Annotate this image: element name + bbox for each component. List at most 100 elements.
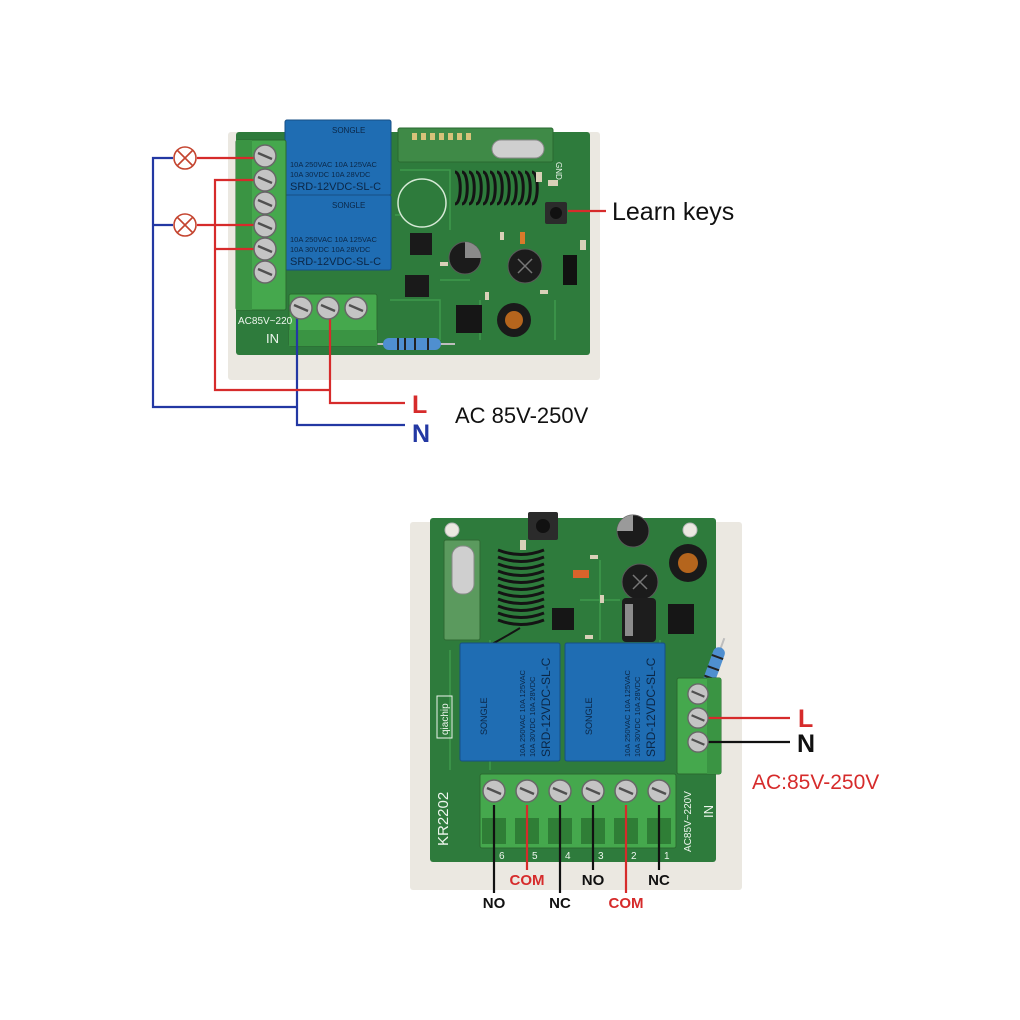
bottom-relay-2-brand: SONGLE (584, 697, 594, 735)
bottom-relay-2-model: SRD-12VDC-SL-C (644, 657, 658, 757)
top-input-voltage-label: AC85V~220 (238, 316, 293, 327)
bottom-output-screw-1 (647, 779, 671, 803)
top-wiring (151, 156, 606, 427)
top-relay-board: GND SONGLE 10A 250VAC 10A 125VAC 10A 30V… (228, 119, 600, 380)
bottom-output-screw-4 (548, 779, 572, 803)
top-live-label: L (412, 391, 427, 419)
terminal-label-nc-1: NC (549, 895, 571, 912)
terminal-label-com-1: COM (510, 872, 545, 889)
terminal-number-5: 5 (532, 851, 538, 862)
top-resistor (383, 338, 441, 350)
top-silkscreen-circle (397, 178, 447, 228)
board-model-label: KR2202 (435, 792, 452, 846)
bottom-output-terminal-block (479, 773, 677, 849)
brand-label-box (436, 695, 453, 739)
top-input-screw-2 (316, 296, 340, 320)
bottom-relay-2-rating-ac: 10A 250VAC 10A 125VAC (623, 670, 632, 757)
terminal-number-6: 6 (499, 851, 505, 862)
top-neutral-wire-input (295, 310, 405, 427)
top-gnd-label: GND (554, 162, 563, 180)
bottom-relay-1-model: SRD-12VDC-SL-C (539, 657, 553, 757)
bottom-relay-2-rating-dc: 10A 30VDC 10A 28VDC (633, 676, 642, 757)
terminal-label-com-2: COM (609, 895, 644, 912)
top-capacitor-2-vent (517, 258, 533, 274)
bottom-capacitor-3-stripe (625, 604, 633, 636)
bottom-capacitor-1-stripe (617, 515, 633, 531)
top-capacitor-1-stripe (465, 242, 481, 258)
bottom-supply-voltage: AC:85V-250V (752, 771, 879, 794)
bottom-output-screw-5 (515, 779, 539, 803)
top-chip-3 (456, 305, 482, 333)
top-relay-1-rating-dc: 10A 30VDC 10A 28VDC (290, 170, 371, 179)
top-relay-2-brand: SONGLE (332, 201, 365, 210)
top-terminal-screw-3 (253, 191, 277, 215)
terminal-number-3: 3 (598, 851, 604, 862)
bottom-mounting-hole-right (682, 522, 698, 538)
top-input-screw-3 (344, 296, 368, 320)
terminal-number-1: 1 (664, 851, 670, 862)
top-terminal-screw-2 (253, 168, 277, 192)
bottom-output-screw-6 (482, 779, 506, 803)
top-inductor-core (505, 311, 523, 329)
top-input-screw-1 (289, 296, 313, 320)
bottom-learn-button-cap (536, 519, 550, 533)
top-relay-2-rating-dc: 10A 30VDC 10A 28VDC (290, 245, 371, 254)
terminal-label-no-1: NO (483, 895, 506, 912)
bottom-live-label: L (798, 705, 813, 733)
lamp-2-cross (176, 216, 194, 234)
learn-keys-label: Learn keys (612, 198, 734, 226)
terminal-number-4: 4 (565, 851, 571, 862)
top-relay-1-brand: SONGLE (332, 126, 365, 135)
bottom-relay-1-brand: SONGLE (479, 697, 489, 735)
top-terminal-screw-4 (253, 214, 277, 238)
top-relay-2-rating-ac: 10A 250VAC 10A 125VAC (290, 235, 377, 244)
top-relay-1-rating-ac: 10A 250VAC 10A 125VAC (290, 160, 377, 169)
bottom-antenna-coil (497, 548, 545, 626)
bottom-relay-1-rating-dc: 10A 30VDC 10A 28VDC (528, 676, 537, 757)
bottom-input-voltage-label: AC85V~220V (683, 791, 694, 852)
bottom-chip-1 (668, 604, 694, 634)
lamp-icon-2 (173, 213, 197, 237)
bottom-orange-part (573, 570, 589, 578)
top-orange-diode (520, 232, 525, 244)
top-module-pins (412, 133, 471, 140)
top-relay-2-model: SRD-12VDC-SL-C (290, 256, 381, 268)
top-relay-1-model: SRD-12VDC-SL-C (290, 181, 381, 193)
bottom-input-screw-2 (687, 707, 709, 729)
top-chip-2 (405, 275, 429, 297)
bottom-output-screw-3 (581, 779, 605, 803)
bottom-capacitor-2-vent (632, 574, 648, 590)
top-supply-voltage: AC 85V-250V (455, 403, 589, 428)
bottom-wiring (492, 716, 790, 893)
top-in-label: IN (266, 331, 279, 346)
top-input-terminal-entry (289, 330, 377, 346)
terminal-label-nc-2: NC (648, 872, 670, 889)
bottom-input-terminal-entry (707, 678, 721, 774)
brand-label: qiachip (440, 703, 451, 735)
bottom-output-terminal-entries (482, 818, 671, 844)
bottom-relay-1 (459, 642, 561, 762)
bottom-output-screw-2 (614, 779, 638, 803)
bottom-mounting-hole-left (444, 522, 460, 538)
top-live-wire-input (328, 310, 405, 405)
lamp-icon-1 (173, 146, 197, 170)
top-live-wire-common-1 (213, 178, 330, 392)
top-neutral-label: N (412, 420, 430, 448)
top-crystal (491, 139, 545, 159)
bottom-chip-2 (552, 608, 574, 630)
top-neutral-wire-lamp-1 (151, 156, 297, 409)
bottom-input-screw-3 (687, 731, 709, 753)
top-terminal-screw-5 (253, 237, 277, 261)
top-terminal-screw-1 (253, 144, 277, 168)
bottom-in-label: IN (701, 805, 716, 818)
top-terminal-screw-6 (253, 260, 277, 284)
bottom-relay-1-rating-ac: 10A 250VAC 10A 125VAC (518, 670, 527, 757)
bottom-relay-2 (564, 642, 666, 762)
bottom-neutral-label: N (797, 730, 815, 758)
terminal-number-2: 2 (631, 851, 637, 862)
top-resistor-bands (397, 338, 429, 350)
terminal-label-no-2: NO (582, 872, 605, 889)
top-learn-button-cap (550, 207, 562, 219)
lamp-1-cross (176, 149, 194, 167)
